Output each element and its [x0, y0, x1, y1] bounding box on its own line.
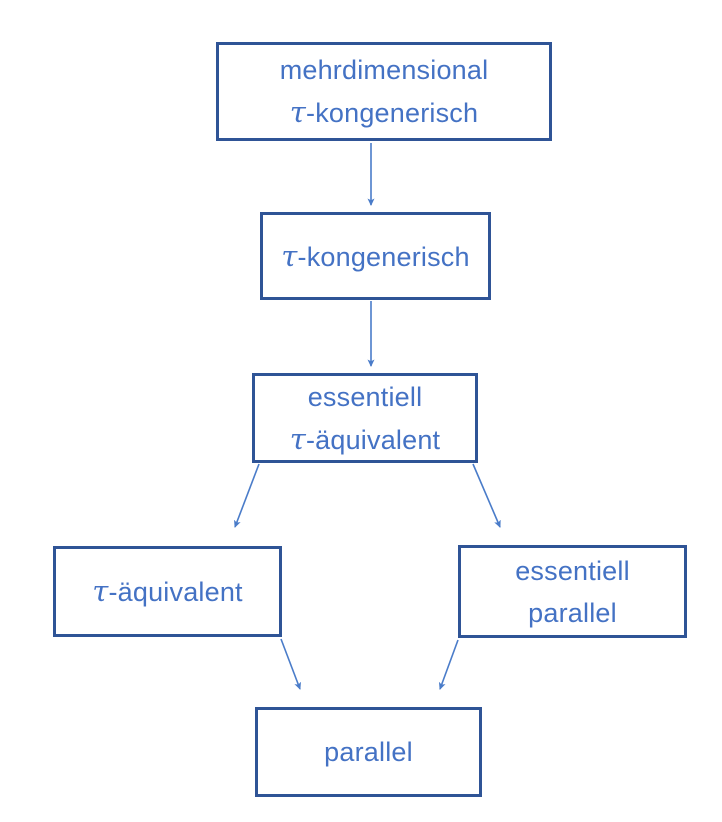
- arrow-ess-parallel-to-parallel: [438, 639, 459, 690]
- node-parallel: parallel: [255, 707, 482, 797]
- node-mehrdimensional-tau-kongenerisch: mehrdimensional τ-kongenerisch: [216, 42, 552, 141]
- arrow-ess-aequivalent-to-aequivalent: [234, 463, 260, 528]
- node-label-line: τ-äquivalent: [289, 421, 441, 456]
- tau-symbol: τ: [92, 574, 109, 608]
- tau-symbol: τ: [289, 95, 307, 129]
- node-tau-aequivalent: τ-äquivalent: [53, 546, 282, 637]
- node-tau-kongenerisch: τ-kongenerisch: [260, 212, 491, 300]
- node-label-line: mehrdimensional: [279, 55, 489, 85]
- node-label-line: τ-kongenerisch: [289, 95, 479, 129]
- node-label-line: parallel: [528, 597, 617, 628]
- node-label-line: τ-äquivalent: [92, 574, 243, 608]
- arrow-ess-aequivalent-to-ess-parallel: [472, 463, 501, 528]
- node-label-line: essentiell: [515, 555, 630, 586]
- node-essentiell-parallel: essentiell parallel: [458, 545, 687, 638]
- tau-symbol: τ: [289, 421, 306, 456]
- node-essentiell-tau-aequivalent: essentiell τ-äquivalent: [252, 373, 478, 463]
- node-label-line: τ-kongenerisch: [281, 238, 470, 273]
- node-label-line: essentiell: [307, 381, 423, 412]
- tau-symbol: τ: [281, 238, 298, 273]
- node-label-line: parallel: [324, 737, 413, 767]
- arrow-aequivalent-to-parallel: [280, 638, 301, 690]
